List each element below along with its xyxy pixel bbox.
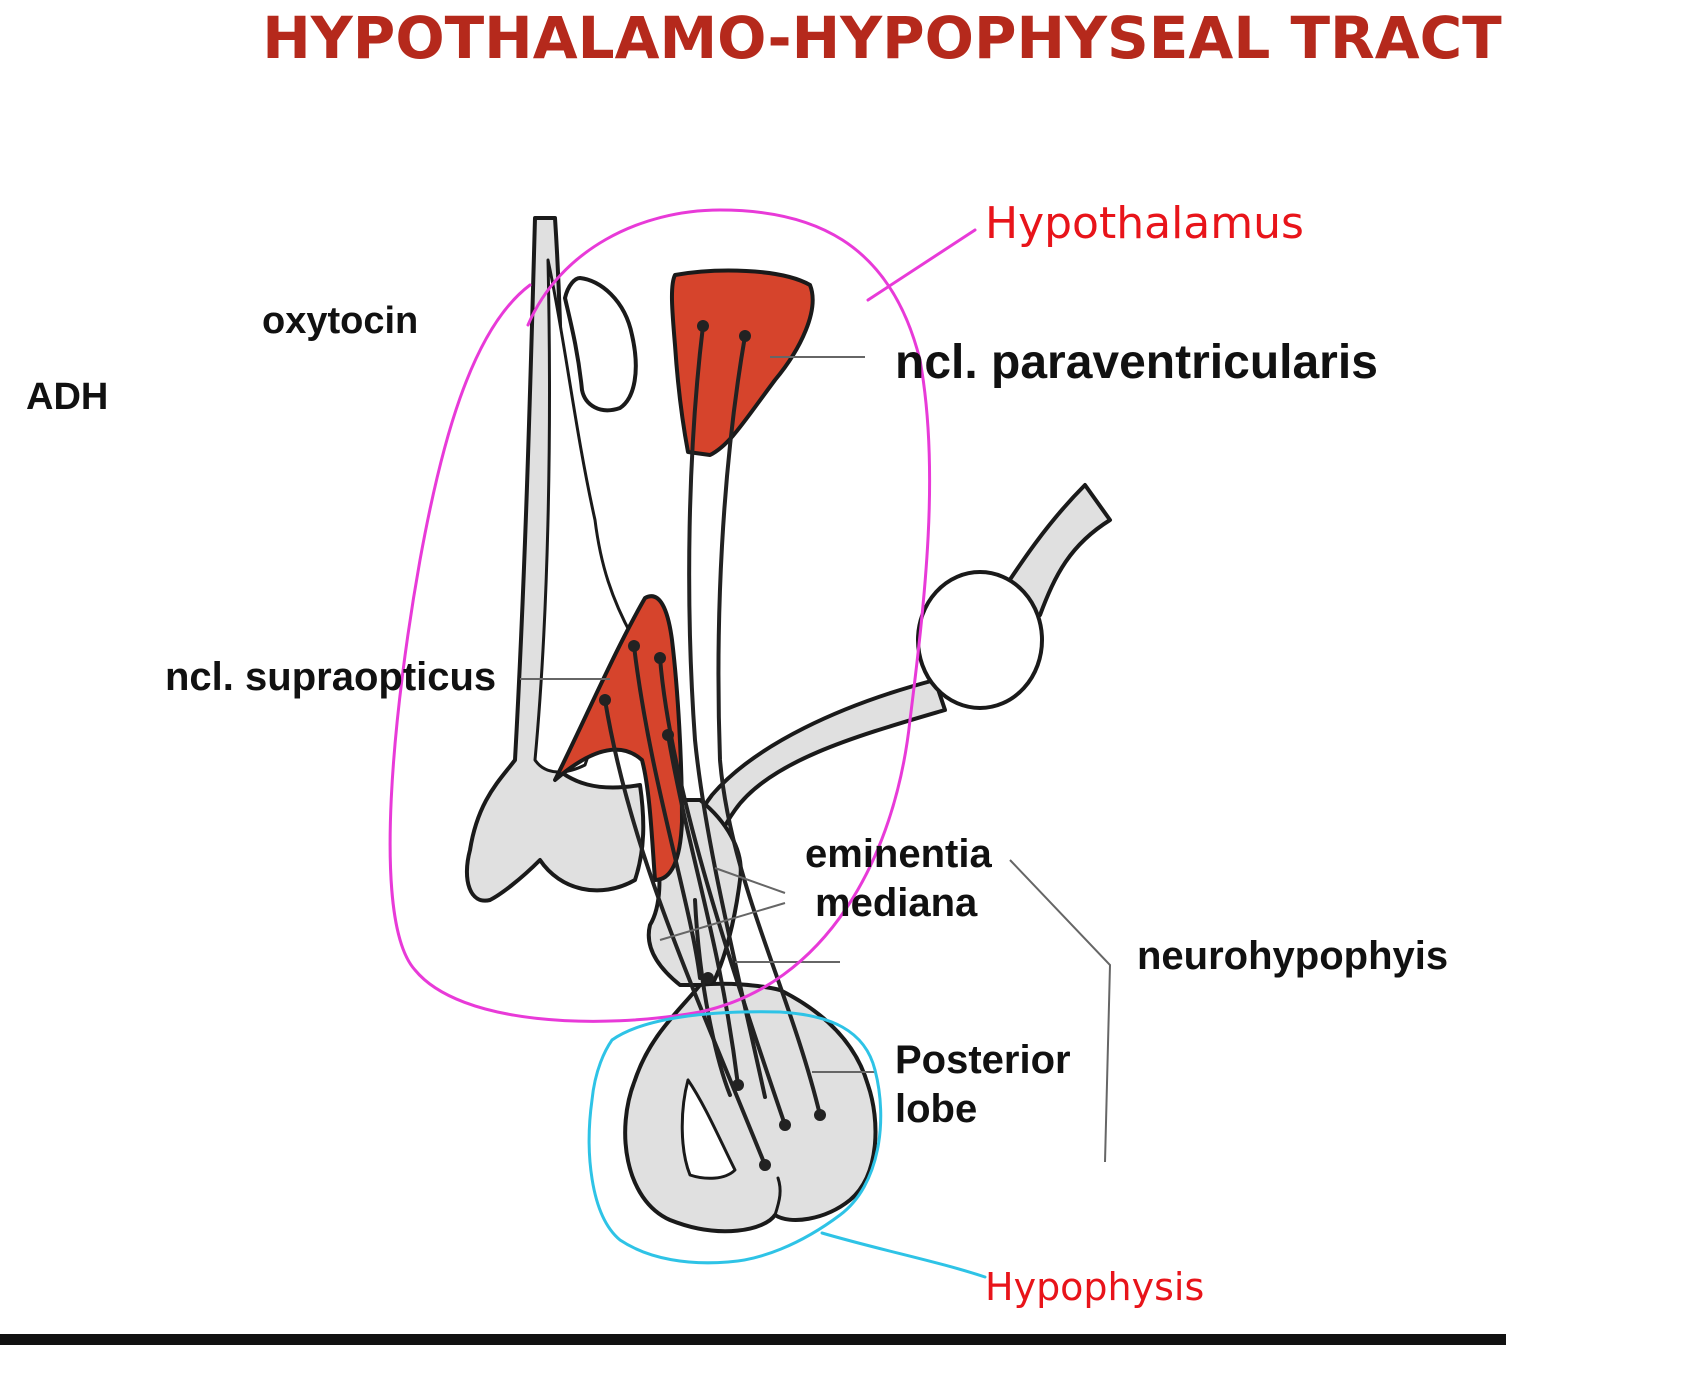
annotation-hypophysis: Hypophysis — [985, 1265, 1204, 1309]
axon-so-3 — [658, 656, 787, 1127]
annotation-hypothalamus: Hypothalamus — [985, 198, 1304, 249]
leader-lines — [520, 356, 1112, 1163]
leader-eminentia-1 — [714, 867, 786, 894]
soma-so-2 — [599, 694, 611, 706]
axon-so-1 — [632, 644, 702, 980]
terminal-1 — [702, 972, 714, 984]
axon-so-4 — [666, 733, 740, 1087]
bracket-neurohypophysis — [1009, 859, 1112, 1163]
optic-chiasm-oval — [916, 570, 1044, 710]
terminal-4 — [814, 1109, 826, 1121]
hypothalamus-marker-pointer — [866, 228, 977, 302]
terminal-3 — [779, 1119, 791, 1131]
label-ncl-supraopticus: ncl. supraopticus — [165, 655, 496, 699]
diagram-title: HYPOTHALAMO-HYPOPHYSEAL TRACT — [262, 4, 1502, 72]
terminal-5 — [759, 1159, 771, 1171]
axon-pv-2 — [716, 334, 822, 1117]
axon-pv-1 — [687, 324, 767, 1099]
label-oxytocin: oxytocin — [262, 300, 418, 342]
hypothalamus-marker-outline — [388, 208, 932, 1023]
axon-terminals — [599, 320, 826, 1171]
label-eminentia: eminentia — [805, 832, 992, 876]
label-posterior: Posterior — [895, 1038, 1071, 1082]
soma-pv-2 — [739, 330, 751, 342]
leader-eminentia-2 — [659, 902, 786, 941]
axon-so-2 — [603, 698, 767, 1167]
hypophysis-marker-outline — [587, 1010, 883, 1265]
axon-fibers — [603, 324, 822, 1167]
lobe-notch — [773, 1176, 782, 1217]
soma-so-3 — [654, 652, 666, 664]
soma-so-1 — [628, 640, 640, 652]
label-adh: ADH — [26, 376, 108, 418]
label-lobe: lobe — [895, 1087, 977, 1131]
label-neurohypophysis: neurohypophyis — [1137, 934, 1448, 978]
anatomy-drawing — [464, 216, 1112, 1234]
soma-pv-1 — [697, 320, 709, 332]
paraventricular-white-nucleus — [563, 276, 638, 413]
anterior-cleft — [680, 1078, 737, 1180]
hypophysis-marker-pointer — [820, 1231, 987, 1279]
axon-so-5 — [693, 898, 732, 1097]
soma-so-4 — [662, 729, 674, 741]
label-mediana: mediana — [815, 881, 978, 925]
label-ncl-paraventricularis: ncl. paraventricularis — [895, 336, 1378, 389]
bottom-divider — [0, 1334, 1506, 1345]
terminal-2 — [732, 1079, 744, 1091]
